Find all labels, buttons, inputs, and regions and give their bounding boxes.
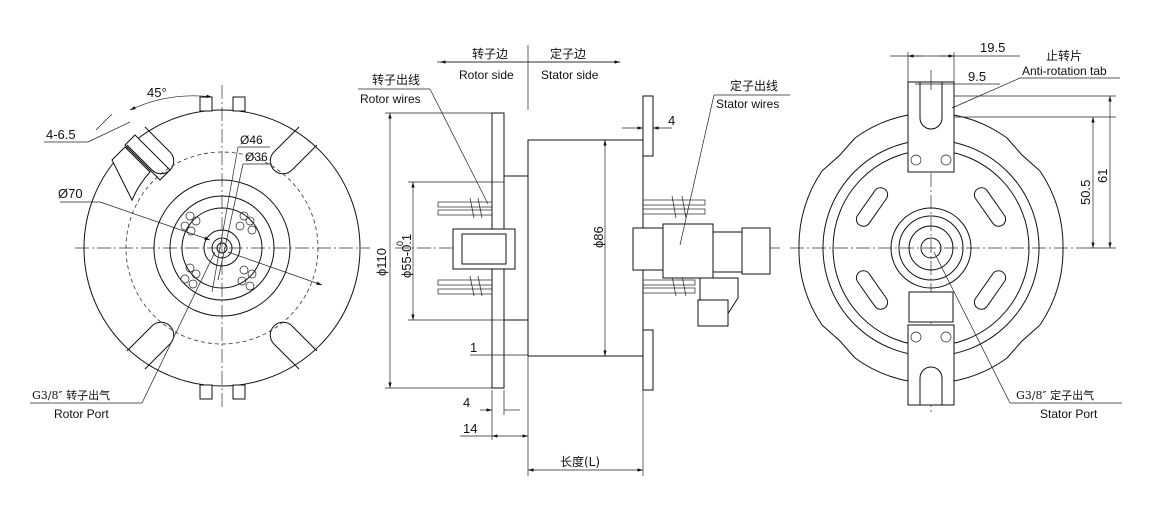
dim-50-5: 50.5 bbox=[1078, 180, 1093, 205]
rotor-port-en: Rotor Port bbox=[54, 407, 109, 421]
rotor-wires-cn: 转子出线 bbox=[372, 72, 420, 87]
dia-46-label: Ø46 bbox=[240, 133, 263, 147]
stator-wire-slots bbox=[855, 187, 1007, 310]
dim-19-5: 19.5 bbox=[980, 40, 1005, 55]
rotor-port-cn: G3/8″ 转子出气 bbox=[32, 388, 110, 402]
dim-55-upper: 0 bbox=[395, 241, 405, 246]
dim-1: 1 bbox=[470, 340, 477, 355]
left-view: 45° 4-6.5 Ø46 Ø36 Ø70 G3/8″ 转子出气 Rotor P… bbox=[30, 85, 370, 421]
stator-side-cn: 定子边 bbox=[550, 46, 586, 61]
dim-9-5: 9.5 bbox=[968, 69, 986, 84]
right-view: 19.5 9.5 止转片 Anti-rotation tab 50.5 61 G… bbox=[790, 40, 1122, 421]
stator-flange bbox=[798, 114, 1064, 382]
slot-size-label: 4-6.5 bbox=[46, 127, 76, 142]
stator-wires bbox=[642, 195, 706, 297]
tab-en: Anti-rotation tab bbox=[1022, 64, 1107, 78]
slot-cutouts bbox=[111, 126, 318, 370]
dim-86: ϕ86 bbox=[591, 226, 606, 248]
dim-4-bottom: 4 bbox=[463, 395, 470, 410]
dia-36-label: Ø36 bbox=[245, 150, 268, 164]
rotor-wire-holes bbox=[180, 211, 257, 291]
rotor-side-en: Rotor side bbox=[459, 68, 514, 82]
dim-14: 14 bbox=[463, 421, 477, 436]
tab-cn: 止转片 bbox=[1046, 48, 1082, 63]
stator-wires-cn: 定子出线 bbox=[730, 78, 778, 93]
middle-view: 转子边 Rotor side 定子边 Stator side 转子出线 Roto… bbox=[358, 45, 790, 476]
stator-port-en: Stator Port bbox=[1040, 407, 1098, 421]
rotor-wires-en: Rotor wires bbox=[360, 92, 421, 106]
stator-wires-en: Stator wires bbox=[716, 97, 779, 111]
rotor-wires bbox=[437, 197, 493, 297]
stator-port-cn: G3/8″ 定子出气 bbox=[1016, 388, 1094, 402]
dim-55: ϕ55-0.1 bbox=[399, 234, 414, 278]
dim-4-top: 4 bbox=[668, 113, 675, 128]
length-label: 长度(L) bbox=[560, 454, 600, 469]
dim-61: 61 bbox=[1095, 169, 1110, 183]
dia-70-label: Ø70 bbox=[58, 186, 83, 201]
angle-45-label: 45° bbox=[147, 85, 167, 100]
rotor-side-cn: 转子边 bbox=[472, 46, 508, 61]
stator-side-en: Stator side bbox=[541, 68, 599, 82]
dim-110: ϕ110 bbox=[374, 248, 389, 276]
